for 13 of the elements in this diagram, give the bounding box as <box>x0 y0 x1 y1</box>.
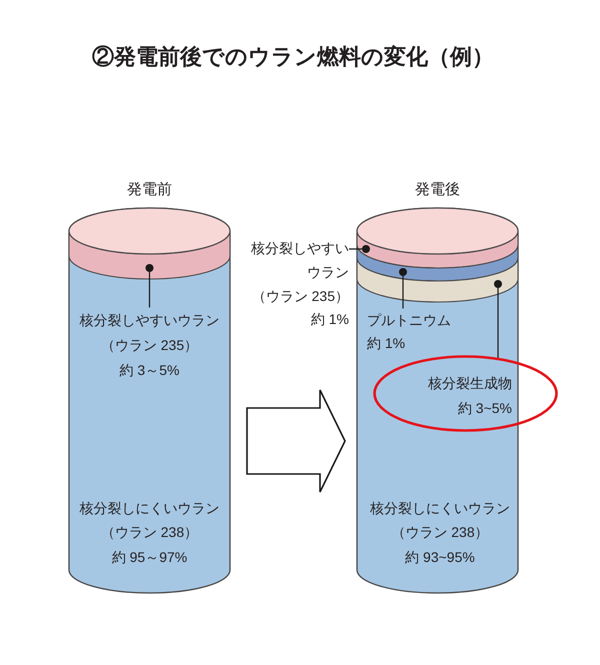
cylinder-heading: 発電後 <box>415 180 460 200</box>
title: ②発電前後でのウラン燃料の変化（例） <box>92 43 494 71</box>
callout-text: 核分裂生成物約 3~5% <box>428 374 512 418</box>
leader-line <box>349 245 370 253</box>
leader-line <box>494 280 502 359</box>
callout-text: 核分裂しやすいウラン（ウラン 235）約 3～5% <box>80 308 220 382</box>
cylinder-heading: 発電前 <box>127 180 172 200</box>
callout-text: プルトニウム約 1% <box>367 308 451 354</box>
cylinder-label: 核分裂しにくいウラン（ウラン 238）約 93~95% <box>370 498 510 567</box>
block-arrow <box>246 389 346 493</box>
callout-text: 核分裂しやすいウラン（ウラン 235）約 1% <box>251 237 349 332</box>
leader-line <box>146 264 154 308</box>
cylinder-label: 核分裂しにくいウラン（ウラン 238）約 95～97% <box>80 498 220 567</box>
